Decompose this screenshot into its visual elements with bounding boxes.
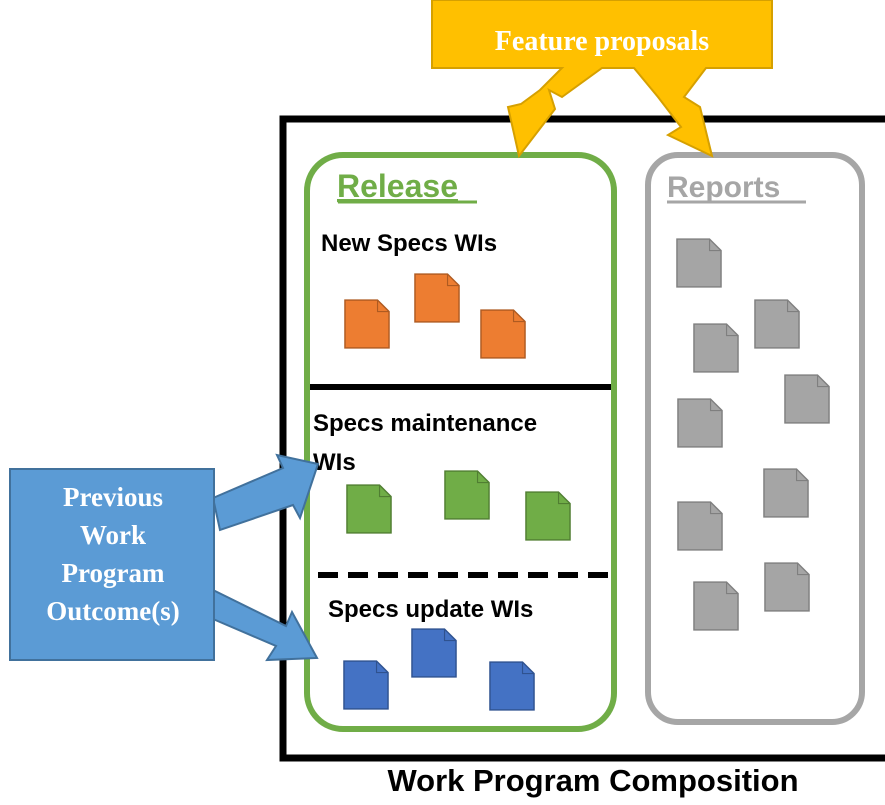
- report-doc: [764, 562, 810, 612]
- report-doc: [693, 323, 739, 373]
- update-label: Specs update WIs: [328, 596, 533, 623]
- report-doc: [763, 468, 809, 518]
- feature-proposals-label: Feature proposals: [495, 26, 710, 57]
- release-group: [304, 152, 617, 732]
- previous-outcome-line-1: Previous: [63, 482, 163, 512]
- previous-outcome-box: [9, 468, 215, 661]
- previous-outcome-line-2: Work: [80, 520, 146, 550]
- maintenance-doc: [346, 484, 392, 534]
- report-doc: [676, 238, 722, 288]
- new-spec-doc: [414, 273, 460, 323]
- new-spec-doc: [480, 309, 526, 359]
- diagram-caption: Work Program Composition: [387, 763, 798, 798]
- previous-outcome-line-3: Program: [62, 558, 165, 588]
- report-doc: [693, 581, 739, 631]
- update-doc: [343, 660, 389, 710]
- composition-frame: [279, 115, 885, 762]
- report-doc: [754, 299, 800, 349]
- report-doc: [677, 398, 723, 448]
- previous-outcome-line-4: Outcome(s): [46, 596, 179, 626]
- new-specs-label: New Specs WIs: [321, 230, 497, 257]
- update-doc: [489, 661, 535, 711]
- report-doc: [784, 374, 830, 424]
- feature-proposals-callout: [431, 0, 773, 159]
- maintenance-doc: [525, 491, 571, 541]
- new-spec-doc: [344, 299, 390, 349]
- release-title: Release: [337, 168, 458, 204]
- previous-outcome-arrow-lower: [212, 588, 319, 662]
- maintenance-label-line2: WIs: [313, 449, 356, 476]
- report-doc: [677, 501, 723, 551]
- reports-title: Reports: [667, 171, 780, 204]
- maintenance-label-line1: Specs maintenance: [313, 410, 537, 437]
- update-doc: [411, 628, 457, 678]
- previous-outcome-arrow-upper: [211, 453, 320, 532]
- maintenance-doc: [444, 470, 490, 520]
